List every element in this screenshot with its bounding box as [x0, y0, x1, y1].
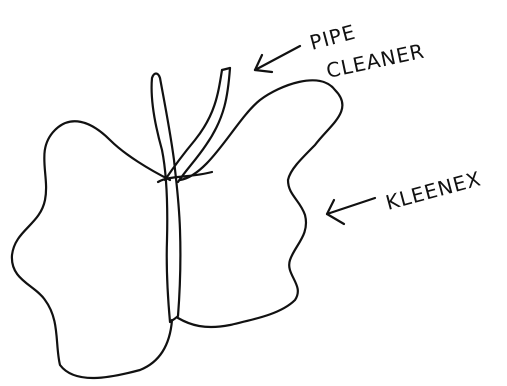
butterfly-body	[152, 74, 181, 323]
right-wing	[178, 80, 342, 327]
kleenex-label: KLEENEX	[383, 166, 484, 215]
pipe-cleaner-label-line1: PIPE	[307, 20, 358, 55]
left-wing	[12, 121, 172, 378]
